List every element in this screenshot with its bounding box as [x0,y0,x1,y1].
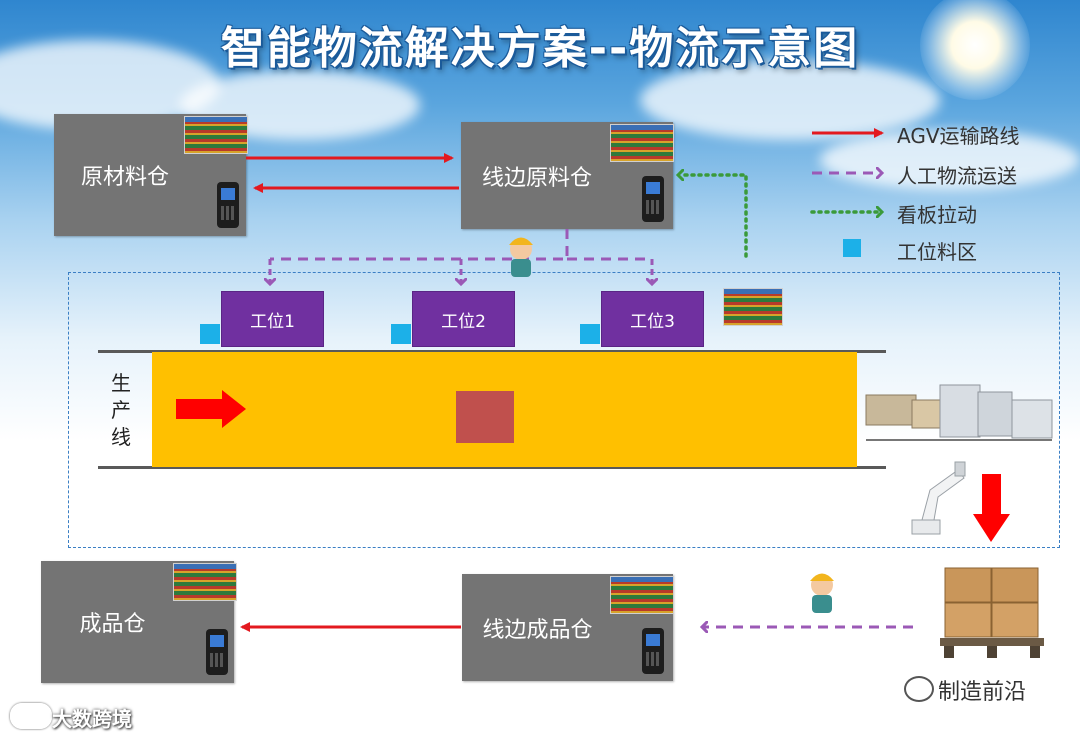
watermark-bottom-right: 制造前沿 [938,680,1027,705]
raw-material-warehouse-label: 原材料仓 [80,165,169,190]
station-3: 工位3 [601,291,704,347]
line-side-raw-warehouse: 线边原料仓 [461,122,673,229]
workpiece [456,391,514,443]
station-2: 工位2 [412,291,515,347]
kanban-screen-icon [173,563,237,601]
page-title: 智能物流解决方案--物流示意图 [220,23,860,74]
watermark-logo-icon [10,703,52,729]
line-side-raw-warehouse-label: 线边原料仓 [481,165,592,191]
belt-rail-top [98,350,886,353]
cloud-decoration [640,60,940,140]
finished-goods-warehouse: 成品仓 [41,561,234,683]
kanban-screen-icon [723,288,783,326]
legend-bin-label: 工位料区 [897,240,977,264]
legend-manual-label: 人工物流运送 [897,164,1017,188]
legend-bin-swatch [843,239,861,257]
raw-material-warehouse: 原材料仓 [54,114,246,236]
kanban-pull-route [680,175,748,258]
line-side-finished-warehouse-label: 线边成品仓 [482,617,593,643]
station-bin [200,324,220,344]
manual-route-to-stations [270,229,569,261]
station-1: 工位1 [221,291,324,347]
watermark-bottom-left: 大数跨境 [52,707,132,731]
legend-agv-label: AGV运输路线 [897,124,1020,148]
sun-decoration [920,0,1030,100]
production-line-label: 生产线 [111,371,131,449]
handheld-terminal-icon [206,629,228,675]
wechat-icon [904,676,934,702]
production-area-boundary [68,272,1060,548]
kanban-screen-icon [610,576,674,614]
kanban-screen-icon [184,116,248,154]
station-bin [391,324,411,344]
worker-icon [810,573,834,613]
handheld-terminal-icon [642,176,664,222]
handheld-terminal-icon [217,182,239,228]
handheld-terminal-icon [642,628,664,674]
station-bin [580,324,600,344]
kanban-screen-icon [610,124,674,162]
pallet-boxes-icon [940,567,1044,658]
cloud-decoration [820,130,1080,190]
legend-kanban-label: 看板拉动 [897,203,977,227]
belt-rail-bottom [98,466,886,469]
finished-goods-warehouse-label: 成品仓 [79,612,146,637]
